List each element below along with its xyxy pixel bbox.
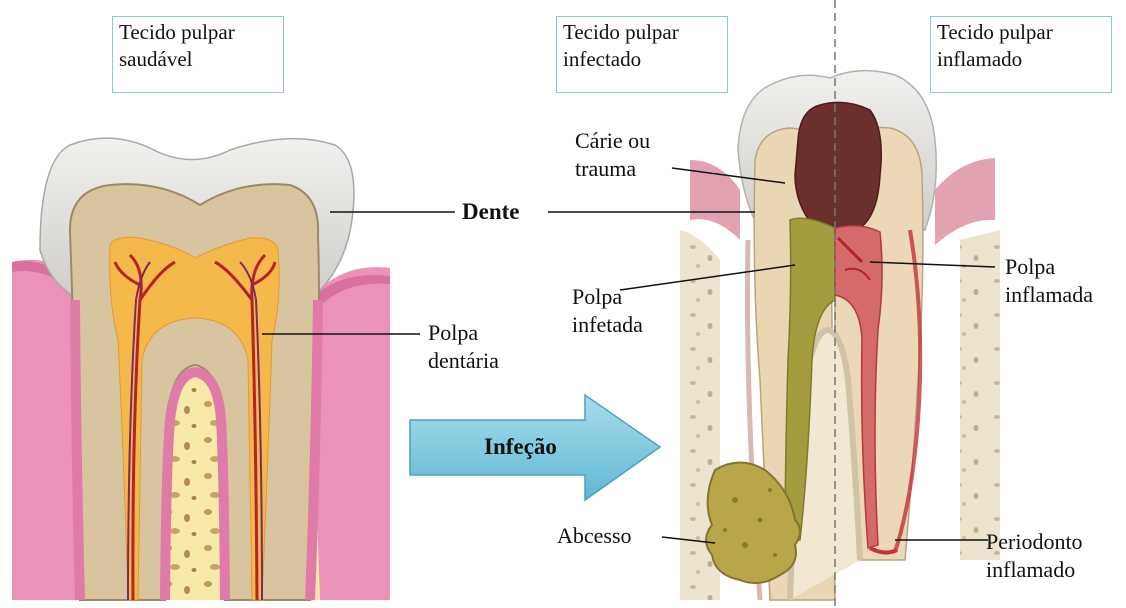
caries-label-line1: Cárie ou (575, 127, 650, 155)
infected-pulp-line1: Polpa (572, 283, 643, 311)
abscess-label: Abcesso (557, 522, 632, 550)
periodontium-label: Periodonto inflamado (986, 528, 1083, 584)
infected-tissue-line1: Tecido pulpar (563, 19, 721, 46)
infected-pulp-label: Polpa infetada (572, 283, 643, 339)
pulp-label-line2: dentária (428, 347, 499, 375)
inflamed-tissue-line1: Tecido pulpar (937, 19, 1105, 46)
infected-tissue-box: Tecido pulpar infectado (556, 16, 728, 93)
periodontium-label-line1: Periodonto (986, 528, 1083, 556)
caries-label-line2: trauma (575, 155, 650, 183)
healthy-tissue-box: Tecido pulpar saudável (112, 16, 284, 93)
healthy-tissue-line1: Tecido pulpar (119, 19, 277, 46)
healthy-tooth (12, 138, 390, 600)
inflamed-pulp-label: Polpa inflamada (1005, 253, 1093, 309)
periodontium-label-line2: inflamado (986, 556, 1083, 584)
caries-label: Cárie ou trauma (575, 127, 650, 183)
pulp-label: Polpa dentária (428, 319, 499, 375)
tooth-label: Dente (462, 198, 519, 226)
healthy-tissue-line2: saudável (119, 46, 277, 73)
infected-tissue-line2: infectado (563, 46, 721, 73)
infection-label: Infeção (484, 433, 557, 461)
inflamed-pulp-line2: inflamada (1005, 281, 1093, 309)
inflamed-tissue-line2: inflamado (937, 46, 1105, 73)
inflamed-pulp-line1: Polpa (1005, 253, 1093, 281)
infected-pulp-line2: infetada (572, 311, 643, 339)
diseased-tooth (680, 71, 1000, 600)
pulp-label-line1: Polpa (428, 319, 499, 347)
inflamed-tissue-box: Tecido pulpar inflamado (930, 16, 1112, 93)
